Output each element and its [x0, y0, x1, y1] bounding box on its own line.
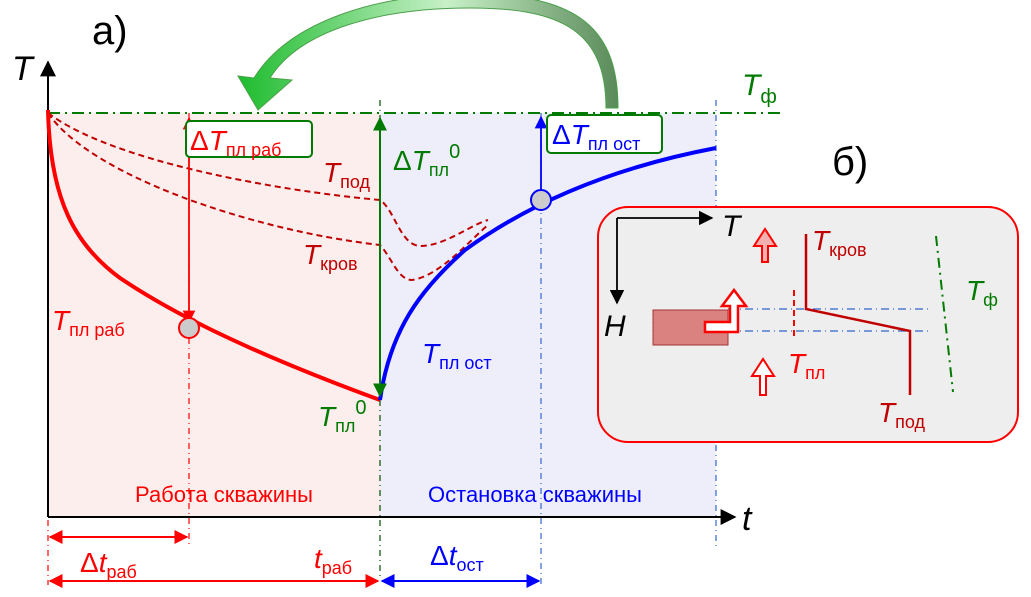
t-pl0-label: Tпл0 — [318, 397, 366, 436]
bent-up-arrow-icon — [703, 287, 749, 334]
work-region — [48, 113, 380, 517]
curved-arrow-icon — [237, 0, 619, 111]
t-pl-work-curve — [46, 109, 381, 402]
panel-b-label: б) — [832, 140, 868, 184]
inset-t-f-label: Tф — [966, 275, 998, 310]
t-pl-stop-label: Tпл ост — [422, 338, 492, 373]
inset-panel — [597, 206, 1019, 443]
panel-a-label: а) — [92, 9, 128, 53]
inset-t-pl-label: Tпл — [788, 348, 825, 383]
inset-t-f-line — [935, 235, 954, 393]
inset-t-label: T — [722, 210, 743, 243]
t-pl-work-label: Tпл раб — [52, 305, 125, 340]
dt-stop-label: ΔTпл ост — [552, 119, 640, 154]
inset-t-pod-label: Tпод — [878, 397, 925, 432]
inset-temp-profile — [804, 234, 912, 395]
point-marker-icon — [178, 317, 200, 339]
x-axis-label: t — [742, 500, 753, 538]
t-krov-label: Tкров — [303, 239, 358, 274]
up-arrow-icon — [750, 357, 776, 396]
t-pod-curve — [47, 112, 489, 248]
point-marker-icon — [530, 189, 552, 211]
inset-h-label: H — [604, 310, 626, 343]
inset-t-krov-label: Tкров — [812, 225, 867, 260]
dt-stop-box — [546, 114, 663, 154]
region-stop-label: Остановка скважины — [428, 482, 642, 507]
dt-work-label: ΔTпл раб — [190, 125, 281, 160]
dt0-label: ΔTпл0 — [393, 141, 460, 180]
region-work-label: Работа скважины — [135, 482, 313, 507]
t-work-time-label: tраб — [314, 543, 352, 578]
t-pod-label: Tпод — [323, 157, 370, 192]
dt-work-box — [185, 120, 313, 158]
t-pl-stop-curve — [378, 146, 717, 401]
dt-work-time-label: Δtраб — [80, 547, 137, 582]
t-f-label: Tф — [742, 69, 777, 108]
y-axis-label: T — [12, 50, 35, 88]
dt-stop-time-label: Δtост — [430, 540, 484, 575]
up-arrow-icon — [752, 227, 778, 263]
